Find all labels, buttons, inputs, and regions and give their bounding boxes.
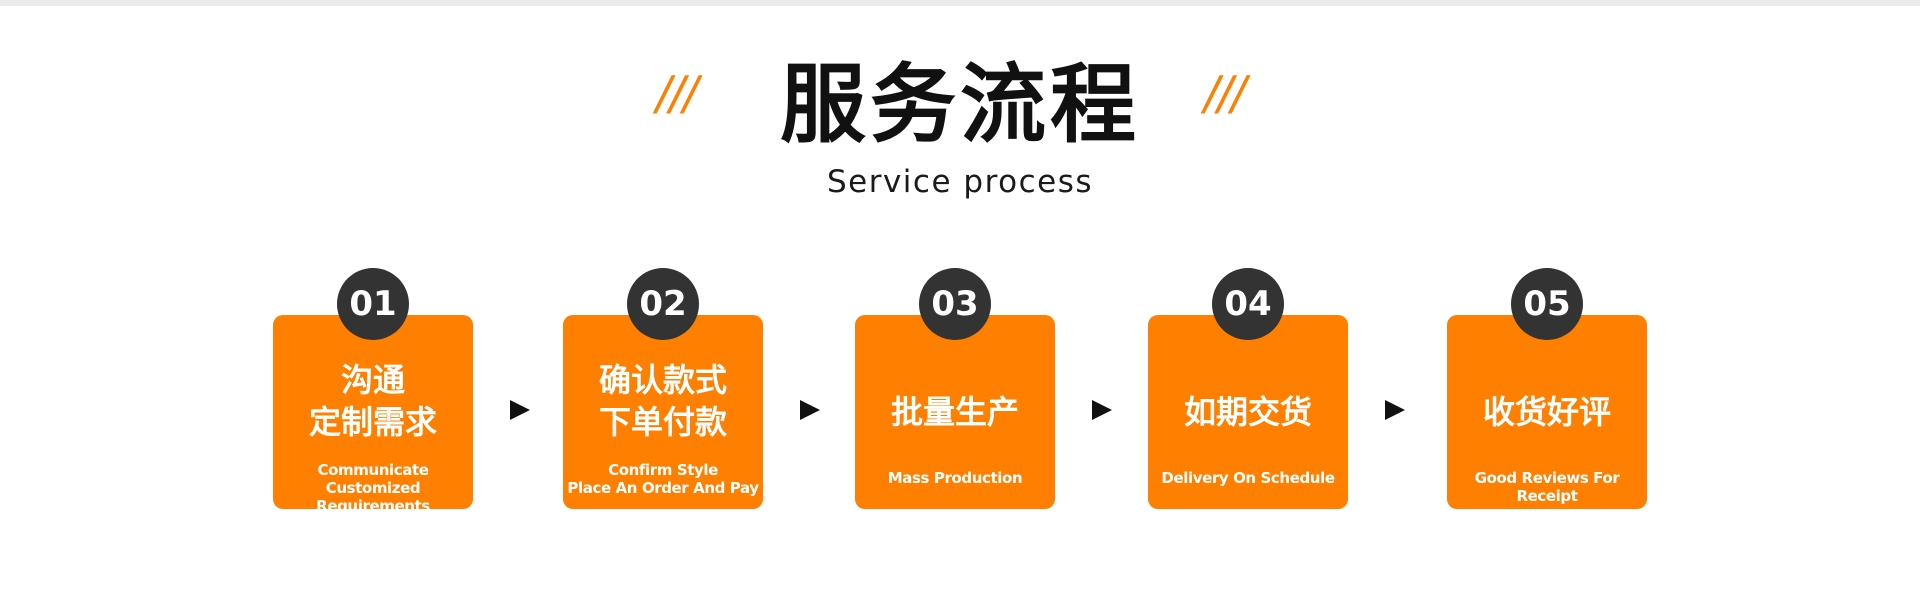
step-2-title-cn: 确认款式 下单付款	[598, 361, 727, 441]
step-1-title-cn: 沟通 定制需求	[308, 361, 437, 441]
step-3-title-en: Mass Production	[887, 469, 1023, 487]
step-2-number-badge: 02	[627, 268, 699, 340]
process-step-4-card: 如期交货 Delivery On Schedule	[1148, 315, 1348, 509]
arrow-right-icon	[510, 400, 530, 420]
top-divider-strip	[0, 0, 1920, 6]
step-3-number-badge: 03	[919, 268, 991, 340]
step-4-title-en: Delivery On Schedule	[1161, 469, 1335, 487]
step-3-title-cn: 批量生产	[890, 393, 1019, 431]
slash-decoration-right-icon: ///	[1204, 66, 1246, 120]
process-step-3-card: 批量生产 Mass Production	[855, 315, 1055, 509]
page-subtitle: Service process	[826, 164, 1094, 200]
step-5-title-cn: 收货好评	[1482, 393, 1611, 431]
step-4-number-badge: 04	[1212, 268, 1284, 340]
process-step-1-card: 沟通 定制需求 Communicate Customized Requireme…	[273, 315, 473, 515]
step-5-title-en: Good Reviews For Receipt	[1474, 469, 1620, 505]
step-4-title-cn: 如期交货	[1183, 393, 1312, 431]
step-1-title-en: Communicate Customized Requirements	[316, 461, 430, 515]
section-header: /// 服务流程 /// Service process	[0, 50, 1920, 210]
step-2-title-en: Confirm Style Place An Order And Pay	[567, 461, 759, 497]
step-5-number-badge: 05	[1511, 268, 1583, 340]
arrow-right-icon	[1092, 400, 1112, 420]
arrow-right-icon	[800, 400, 820, 420]
slash-decoration-left-icon: ///	[656, 66, 698, 120]
step-1-number-badge: 01	[337, 268, 409, 340]
arrow-right-icon	[1385, 400, 1405, 420]
process-step-2-card: 确认款式 下单付款 Confirm Style Place An Order A…	[563, 315, 763, 509]
page-title: 服务流程	[780, 55, 1140, 155]
process-step-5-card: 收货好评 Good Reviews For Receipt	[1447, 315, 1647, 509]
